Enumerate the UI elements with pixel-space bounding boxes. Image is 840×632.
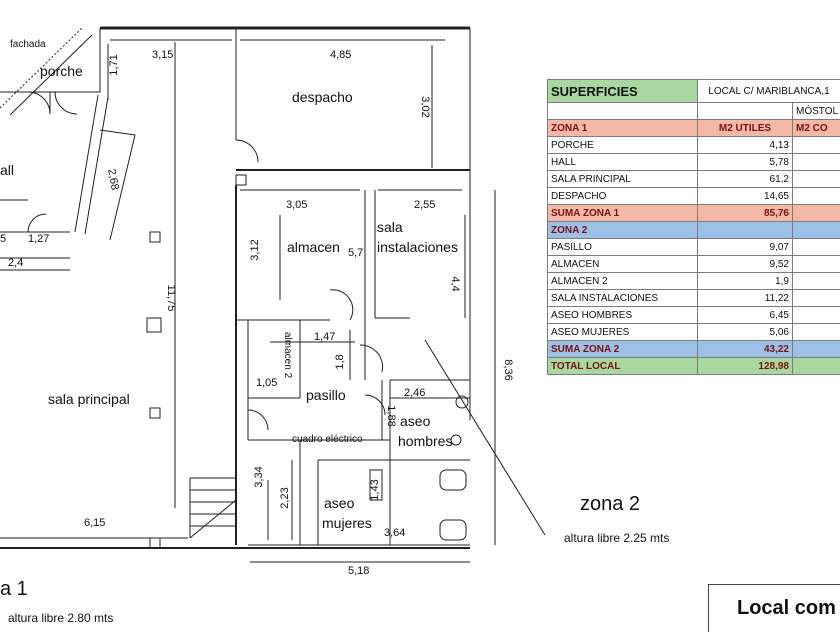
label-sala-instalaciones-2: instalaciones <box>377 239 458 255</box>
dim-3-34: 3,34 <box>253 466 265 487</box>
col-cons-label: M2 CO <box>793 120 840 137</box>
table-header-row: SUPERFICIES LOCAL C/ MARIBLANCA,1 <box>548 80 840 103</box>
row-value: 6,45 <box>698 307 793 324</box>
table-title: SUPERFICIES <box>548 80 698 103</box>
table-zona2-row: ZONA 2 <box>548 222 840 239</box>
table-location: LOCAL C/ MARIBLANCA,1 <box>698 80 840 103</box>
label-cuadro-electrico: cuadro eléctrico <box>292 434 363 445</box>
row-name: PORCHE <box>548 137 698 154</box>
suma-zona2-value: 43,22 <box>698 341 793 358</box>
row-value: 61,2 <box>698 171 793 188</box>
row-name: SALA PRINCIPAL <box>548 171 698 188</box>
label-porche: porche <box>40 63 83 79</box>
label-despacho: despacho <box>292 89 353 105</box>
row-value: 4,13 <box>698 137 793 154</box>
row-value: 1,9 <box>698 273 793 290</box>
dim-3-12: 3,12 <box>249 239 261 260</box>
dim-2-46: 2,46 <box>404 387 425 399</box>
col-utiles-label: M2 UTILES <box>698 120 793 137</box>
suma-zona1-value: 85,76 <box>698 205 793 222</box>
dim-0-5: 5 <box>0 233 6 245</box>
dim-1-47: 1,47 <box>314 331 335 343</box>
label-aseo-hombres-2: hombres <box>398 433 452 449</box>
label-sala-principal: sala principal <box>48 391 130 407</box>
table-total-row: TOTAL LOCAL 128,98 <box>548 358 840 375</box>
dim-5-7: 5,7 <box>348 247 363 259</box>
row-value: 5,06 <box>698 324 793 341</box>
plan-title-box: Local com <box>708 584 840 632</box>
label-almacen-2: almacen 2 <box>282 332 293 379</box>
superficies-table: SUPERFICIES LOCAL C/ MARIBLANCA,1 MÓSTOL… <box>547 79 840 375</box>
dim-4-4: 4,4 <box>449 276 461 291</box>
dim-1-71: 1,71 <box>108 54 120 75</box>
dim-5-18: 5,18 <box>348 565 369 577</box>
total-label: TOTAL LOCAL <box>548 358 698 375</box>
dim-1-05: 1,05 <box>256 377 277 389</box>
label-almacen: almacen <box>287 239 340 255</box>
dim-3-64: 3,64 <box>384 527 405 539</box>
zona2-title: zona 2 <box>580 493 640 515</box>
zona1-label: ZONA 1 <box>548 120 698 137</box>
row-name: HALL <box>548 154 698 171</box>
label-aseo-hombres-1: aseo <box>400 413 431 429</box>
row-value: 14,65 <box>698 188 793 205</box>
dim-1-27: 1,27 <box>28 233 49 245</box>
label-fachada: fachada <box>10 39 46 50</box>
zona1-title: a 1 <box>0 578 28 600</box>
row-value: 11,22 <box>698 290 793 307</box>
row-value: 9,07 <box>698 239 793 256</box>
row-name: SALA INSTALACIONES <box>548 290 698 307</box>
label-aseo-mujeres-1: aseo <box>324 495 355 511</box>
table-city: MÓSTOL <box>793 103 840 120</box>
label-pasillo: pasillo <box>306 387 346 403</box>
dim-1-8: 1,8 <box>334 354 346 369</box>
dim-3-05: 3,05 <box>286 199 307 211</box>
table-city-row: MÓSTOL <box>548 103 840 120</box>
row-name: ASEO HOMBRES <box>548 307 698 324</box>
suma-zona2-label: SUMA ZONA 2 <box>548 341 698 358</box>
dim-2-23: 2,23 <box>279 487 291 508</box>
table-zona1-row: ZONA 1 M2 UTILES M2 CO <box>548 120 840 137</box>
dim-2-4: 2,4 <box>8 257 23 269</box>
dim-3-02: 3,02 <box>419 96 431 117</box>
dim-1-43: 1,43 <box>369 479 381 500</box>
zona2-height: altura libre 2.25 mts <box>564 531 669 545</box>
suma-zona1-label: SUMA ZONA 1 <box>548 205 698 222</box>
row-name: ALMACEN 2 <box>548 273 698 290</box>
table-suma-zona1-row: SUMA ZONA 1 85,76 <box>548 205 840 222</box>
row-name: DESPACHO <box>548 188 698 205</box>
row-name: ASEO MUJERES <box>548 324 698 341</box>
label-hall: all <box>0 162 14 178</box>
label-aseo-mujeres-2: mujeres <box>322 515 372 531</box>
dim-2-68: 2,68 <box>105 168 121 191</box>
dim-1-88: 1,88 <box>385 405 397 426</box>
row-value: 9,52 <box>698 256 793 273</box>
total-value: 128,98 <box>698 358 793 375</box>
zona2-label: ZONA 2 <box>548 222 698 239</box>
row-name: PASILLO <box>548 239 698 256</box>
zona1-height: altura libre 2.80 mts <box>8 611 113 625</box>
label-sala-instalaciones-1: sala <box>377 219 403 235</box>
dim-3-15: 3,15 <box>152 49 173 61</box>
table-suma-zona2-row: SUMA ZONA 2 43,22 <box>548 341 840 358</box>
dim-8-36: 8,36 <box>502 359 514 380</box>
dim-11-75: 11,75 <box>165 285 177 312</box>
dim-2-55: 2,55 <box>414 199 435 211</box>
row-value: 5,78 <box>698 154 793 171</box>
row-name: ALMACEN <box>548 256 698 273</box>
dim-6-15: 6,15 <box>84 517 105 529</box>
dim-4-85: 4,85 <box>330 49 351 61</box>
